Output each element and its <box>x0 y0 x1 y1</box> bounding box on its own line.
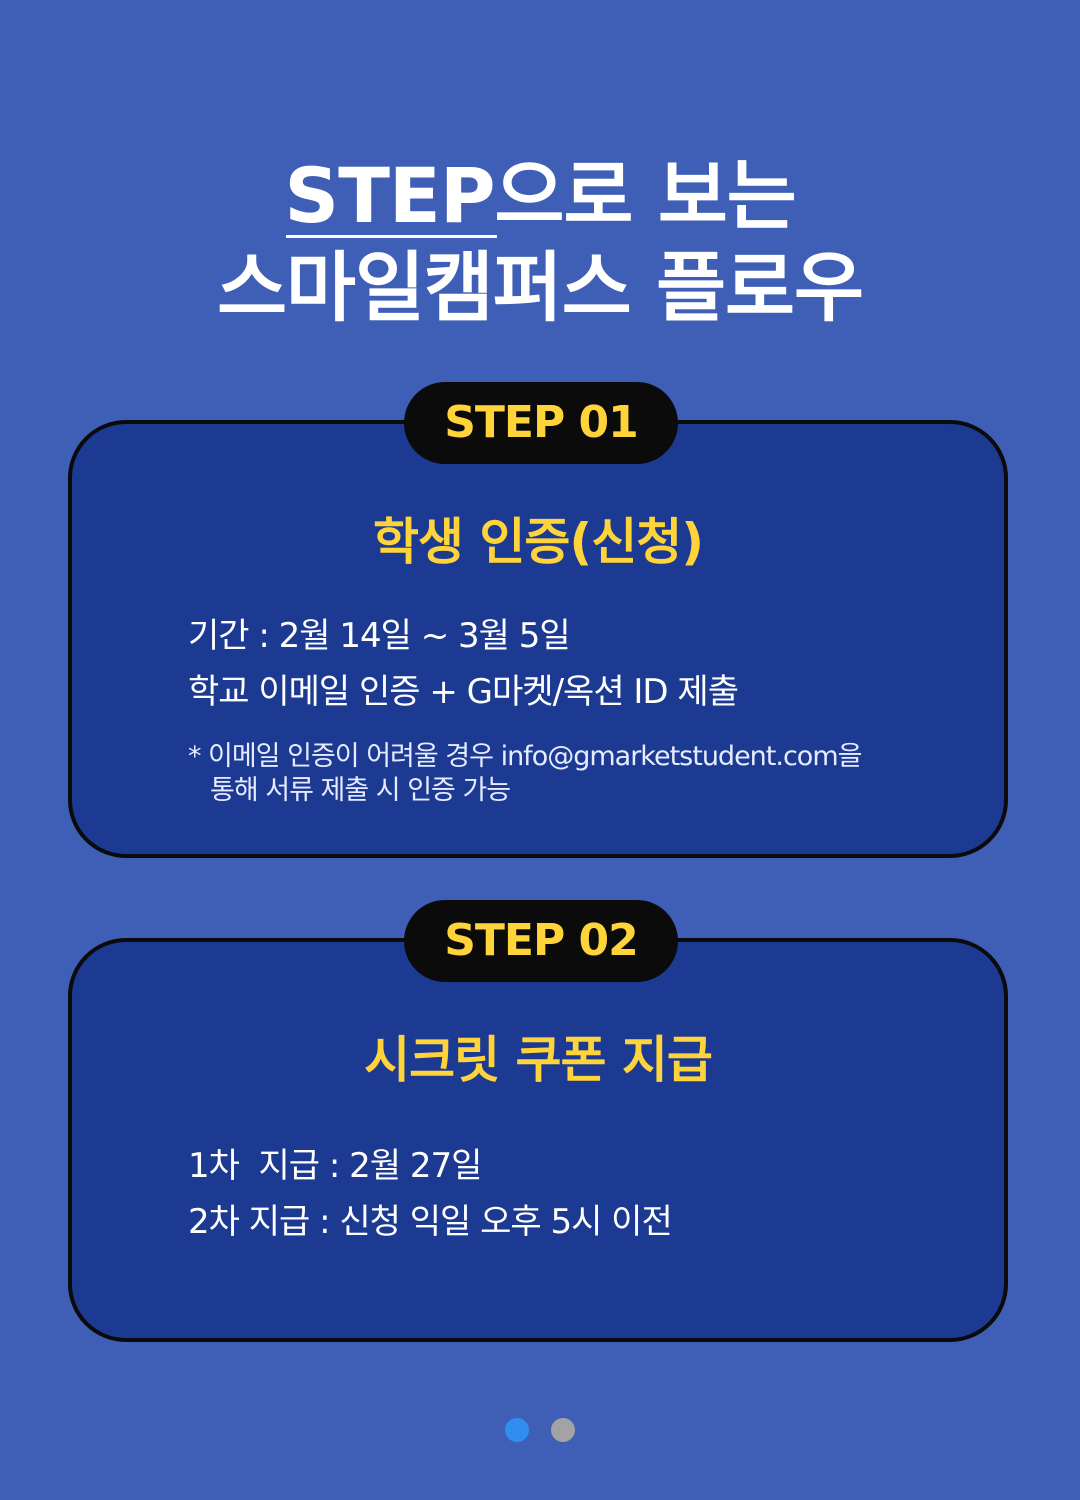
carousel-pagination <box>0 1418 1080 1444</box>
title-line-1-rest: 으로 보는 <box>494 151 797 240</box>
carousel-dot-2[interactable] <box>551 1418 575 1442</box>
note-line-2: 통해 서류 제출 시 인증 가능 <box>210 775 511 806</box>
title-step-word: STEP <box>284 151 497 240</box>
step-02-badge: STEP 02 <box>404 900 678 982</box>
step-01-details: 기간 : 2월 14일 ~ 3월 5일 학교 이메일 인증 + G마켓/옥션 I… <box>188 608 739 720</box>
page-title: STEP으로 보는 스마일캠퍼스 플로우 <box>0 150 1080 334</box>
page-title-line-2: 스마일캠퍼스 플로우 <box>217 243 864 332</box>
carousel-dot-1[interactable] <box>505 1418 529 1442</box>
step-01-period: 기간 : 2월 14일 ~ 3월 5일 <box>188 616 571 656</box>
step-02-details: 1차 지급 : 2월 27일 2차 지급 : 신청 익일 오후 5시 이전 <box>188 1138 673 1250</box>
step-01-badge: STEP 01 <box>404 382 678 464</box>
step-02-first-payout: 1차 지급 : 2월 27일 <box>188 1146 482 1186</box>
step-01-card: 학생 인증(신청) 기간 : 2월 14일 ~ 3월 5일 학교 이메일 인증 … <box>68 420 1008 858</box>
note-asterisk: * <box>188 741 202 772</box>
note-line-1: 이메일 인증이 어려울 경우 info@gmarketstudent.com을 <box>208 741 862 772</box>
step-02-second-payout: 2차 지급 : 신청 익일 오후 5시 이전 <box>188 1202 673 1242</box>
page-title-line-1: STEP으로 보는 <box>0 150 1080 242</box>
step-01-note: *이메일 인증이 어려울 경우 info@gmarketstudent.com을… <box>188 740 968 808</box>
step-02-title: 시크릿 쿠폰 지급 <box>364 1031 713 1089</box>
step-01-requirement: 학교 이메일 인증 + G마켓/옥션 ID 제출 <box>188 672 739 712</box>
step-02-card: 시크릿 쿠폰 지급 1차 지급 : 2월 27일 2차 지급 : 신청 익일 오… <box>68 938 1008 1342</box>
step-01-title: 학생 인증(신청) <box>372 513 704 571</box>
